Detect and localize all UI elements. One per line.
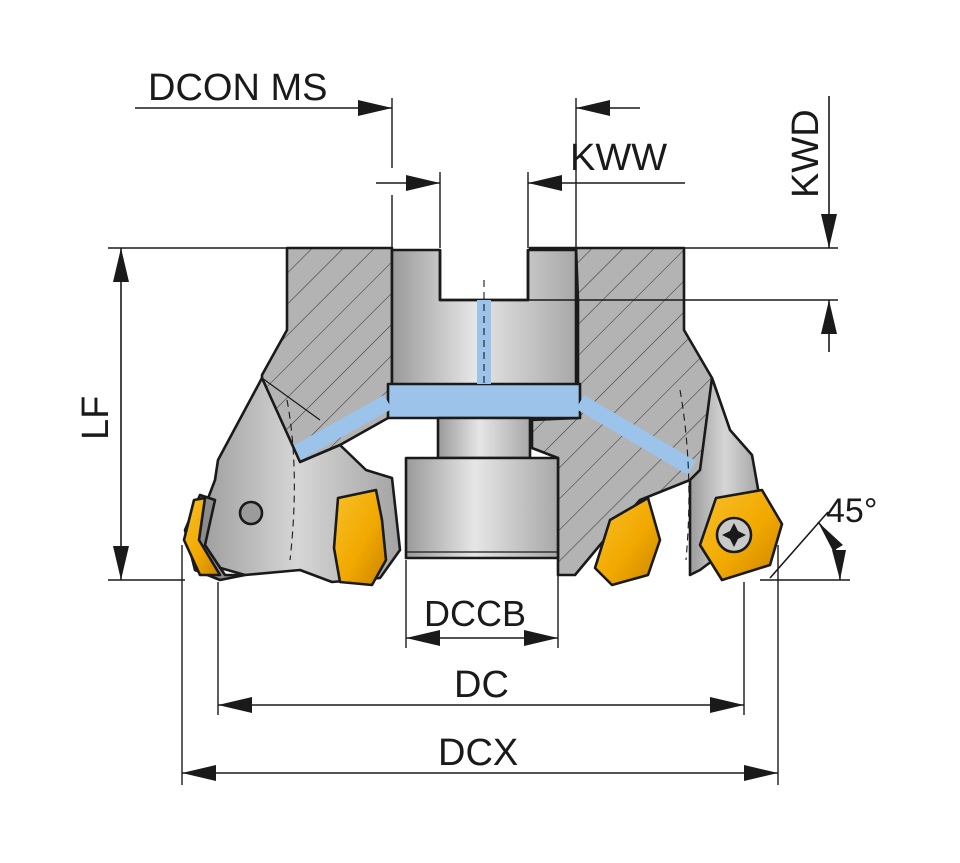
label-dccb: DCCB [424, 593, 526, 634]
dimension-lines [108, 96, 850, 785]
label-dcx: DCX [438, 732, 518, 774]
cutting-inserts [182, 488, 784, 587]
torx-recess-icon [722, 523, 746, 547]
coolant-channel-right [575, 395, 697, 475]
cutter-body [183, 246, 762, 584]
insert-left-front [332, 488, 388, 587]
label-lf: LF [75, 396, 117, 440]
insert-left-edge [182, 496, 222, 577]
insert-center-right [593, 496, 662, 587]
label-kww: KWW [570, 137, 667, 179]
label-dcon-ms: DCON MS [148, 67, 327, 109]
label-kwd: KWD [785, 109, 827, 198]
label-dc: DC [454, 664, 509, 706]
label-angle-45: 45° [826, 492, 877, 530]
clamp-screw-hole [238, 500, 264, 526]
coolant-channel-left [280, 395, 392, 467]
coolant-groove [386, 382, 582, 420]
dimension-labels: DCON MS KWW KWD LF 45° DCCB DC DCX [75, 67, 877, 774]
counterbore [404, 456, 560, 560]
bore-neck [436, 416, 532, 460]
